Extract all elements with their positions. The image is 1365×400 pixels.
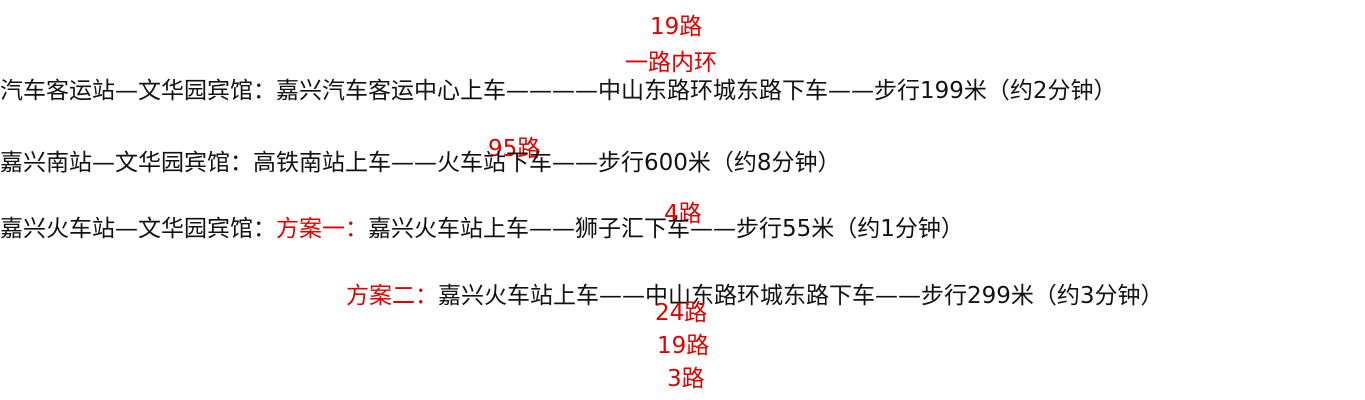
route2-bus-95: 95路 (488, 136, 541, 162)
route1-walk: ——步行199米（约2分钟） (828, 78, 1117, 104)
route1-bus-yilu-neihuan: 一路内环 (625, 50, 717, 76)
route2-connector: —— (391, 150, 437, 176)
route3-plan2-connector: —— (599, 283, 645, 309)
route3-label: 嘉兴火车站—文华园宾馆： (0, 216, 276, 242)
route1-label: 汽车客运站—文华园宾馆： (0, 78, 276, 104)
route3-plan2-alight: 中山东路环城东路下车 (645, 283, 875, 309)
route2-label: 嘉兴南站—文华园宾馆： (0, 150, 253, 176)
route3-plan1-label: 方案一： (276, 216, 368, 242)
route3-plan1-line: 嘉兴火车站—文华园宾馆：方案一：嘉兴火车站上车——狮子汇下车——步行55米（约1… (0, 218, 964, 241)
route3-plan2-bus-19: 19路 (657, 333, 710, 359)
route1-line: 汽车客运站—文华园宾馆：嘉兴汽车客运中心上车————中山东路环城东路下车——步行… (0, 80, 1117, 103)
route3-plan2-bus-3: 3路 (667, 366, 705, 392)
route2-board: 高铁南站上车 (253, 150, 391, 176)
route3-plan2-label: 方案二： (346, 283, 438, 309)
route1-connector: ———— (506, 78, 598, 104)
route1-board: 嘉兴汽车客运中心上车 (276, 78, 506, 104)
route2-line: 嘉兴南站—文华园宾馆：高铁南站上车——火车站下车——步行600米（约8分钟） (0, 152, 841, 175)
route3-plan2-walk: ——步行299米（约3分钟） (875, 283, 1164, 309)
route2-walk: ——步行600米（约8分钟） (552, 150, 841, 176)
route3-plan1-board: 嘉兴火车站上车 (368, 216, 529, 242)
route3-plan2-board: 嘉兴火车站上车 (438, 283, 599, 309)
route1-alight: 中山东路环城东路下车 (598, 78, 828, 104)
route1-bus-19: 19路 (650, 14, 703, 40)
route3-plan1-alight: 狮子汇下车 (575, 216, 690, 242)
route3-plan1-walk: ——步行55米（约1分钟） (690, 216, 964, 242)
route3-plan2-line: 方案二：嘉兴火车站上车——中山东路环城东路下车——步行299米（约3分钟） (346, 285, 1164, 308)
route2-alight: 火车站下车 (437, 150, 552, 176)
route3-plan1-bus-4: 4路 (664, 201, 702, 227)
route3-plan2-bus-24: 24路 (655, 300, 708, 326)
route3-plan1-connector: —— (529, 216, 575, 242)
